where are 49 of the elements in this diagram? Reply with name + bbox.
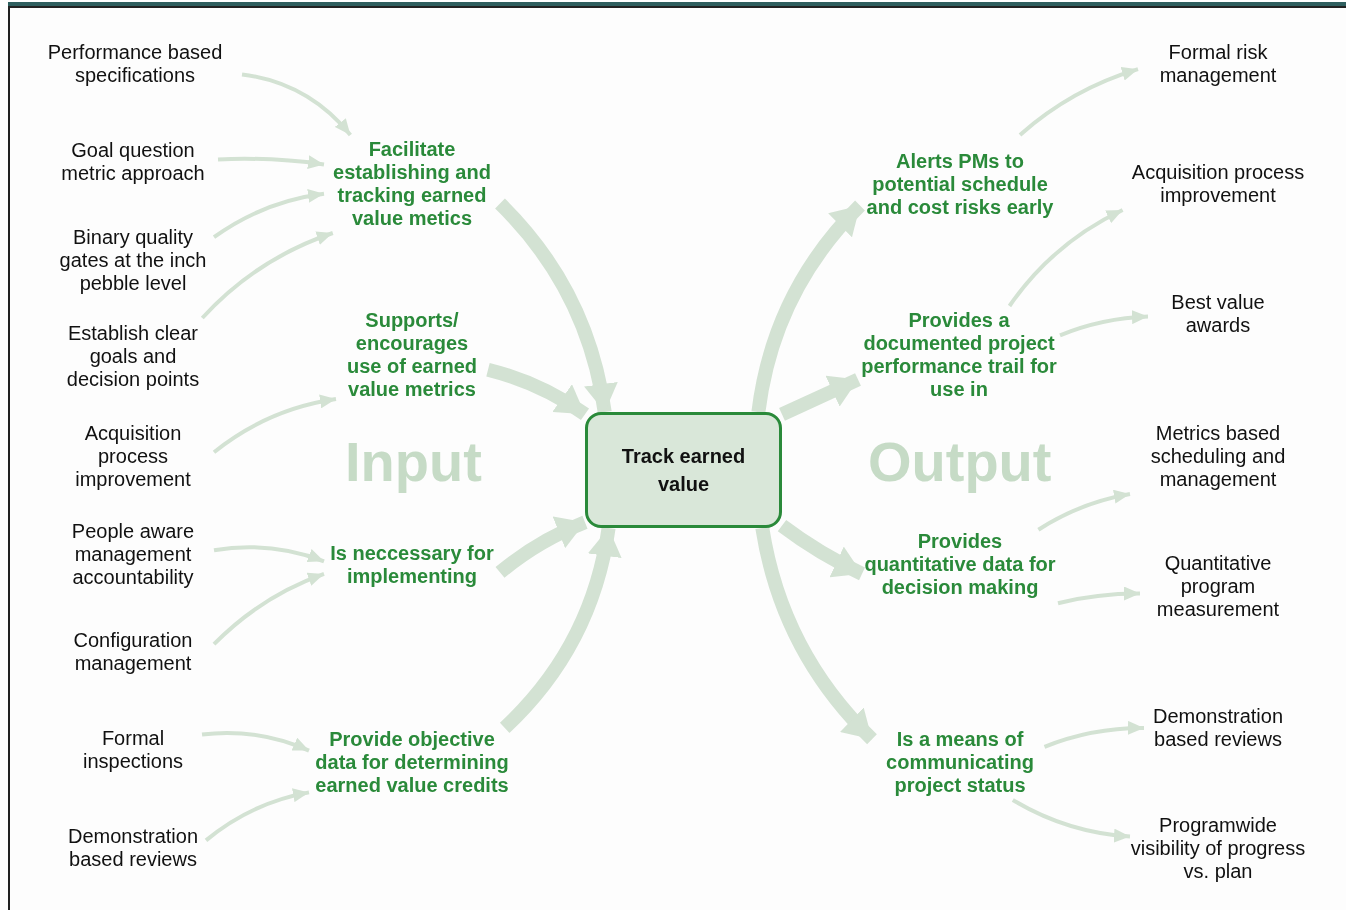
arrow bbox=[212, 572, 325, 646]
arrow bbox=[1018, 67, 1139, 137]
output-text: Quantitative program measurement bbox=[1140, 548, 1296, 624]
statement-text: Is neccessary for implementing bbox=[324, 528, 500, 602]
arrow bbox=[212, 394, 337, 454]
arrow bbox=[241, 72, 352, 137]
input-text: Establish clear goals and decision points bbox=[56, 318, 210, 394]
statement-text: Alerts PMs to potential schedule and cost risks early bbox=[860, 135, 1060, 233]
flow-arrow bbox=[755, 526, 877, 745]
arrow bbox=[1037, 490, 1131, 532]
input-text: Acquisition process improvement bbox=[52, 418, 214, 494]
input-text: Demonstration based reviews bbox=[60, 810, 206, 886]
flow-arrow bbox=[486, 362, 589, 421]
arrow bbox=[212, 189, 325, 239]
statement-text: Supports/ encourages use of earned value metrics bbox=[336, 306, 488, 404]
statement-text: Facilitate establishing and tracking earned value metics bbox=[324, 135, 500, 233]
flow-arrow bbox=[495, 515, 588, 578]
input-text: Performance based specifications bbox=[28, 38, 242, 90]
input-text: Configuration management bbox=[52, 626, 214, 678]
arrow bbox=[1043, 721, 1144, 749]
arrow bbox=[1057, 586, 1140, 606]
input-text: Goal question metric approach bbox=[48, 136, 218, 188]
arrow bbox=[200, 231, 334, 320]
statement-text: Is a means of communicating project status bbox=[872, 724, 1048, 800]
flow-arrow bbox=[499, 526, 621, 733]
process-box: Track earned value bbox=[585, 412, 782, 528]
arrow bbox=[1059, 310, 1149, 338]
flow-arrow bbox=[751, 200, 866, 414]
input-text: Formal inspections bbox=[64, 724, 202, 776]
arrow bbox=[201, 730, 310, 753]
statement-text: Provides quantitative data for decision making bbox=[862, 515, 1058, 613]
flow-arrow bbox=[777, 520, 865, 581]
input-text: Binary quality gates at the inch pebble level bbox=[52, 222, 214, 298]
arrow bbox=[1011, 798, 1131, 843]
input-text: People aware management accountability bbox=[52, 516, 214, 592]
statement-text: Provides a documented project performance trail for use in bbox=[858, 306, 1060, 404]
statement-text: Provide objective data for determining earned value credits bbox=[309, 724, 515, 800]
output-text: Demonstration based reviews bbox=[1144, 690, 1292, 766]
output-text: Programwide visibility of progress vs. plan bbox=[1130, 810, 1306, 886]
arrow bbox=[1007, 208, 1124, 308]
arrow bbox=[213, 545, 325, 564]
output-text: Best value awards bbox=[1148, 288, 1288, 340]
arrow bbox=[217, 155, 325, 170]
output-text: Acquisition process improvement bbox=[1112, 158, 1324, 210]
flow-arrow bbox=[779, 373, 861, 421]
output-text: Formal risk management bbox=[1138, 38, 1298, 90]
flow-arrow bbox=[495, 198, 617, 414]
output-text: Metrics based scheduling and management bbox=[1130, 418, 1306, 494]
arrow bbox=[204, 788, 310, 842]
